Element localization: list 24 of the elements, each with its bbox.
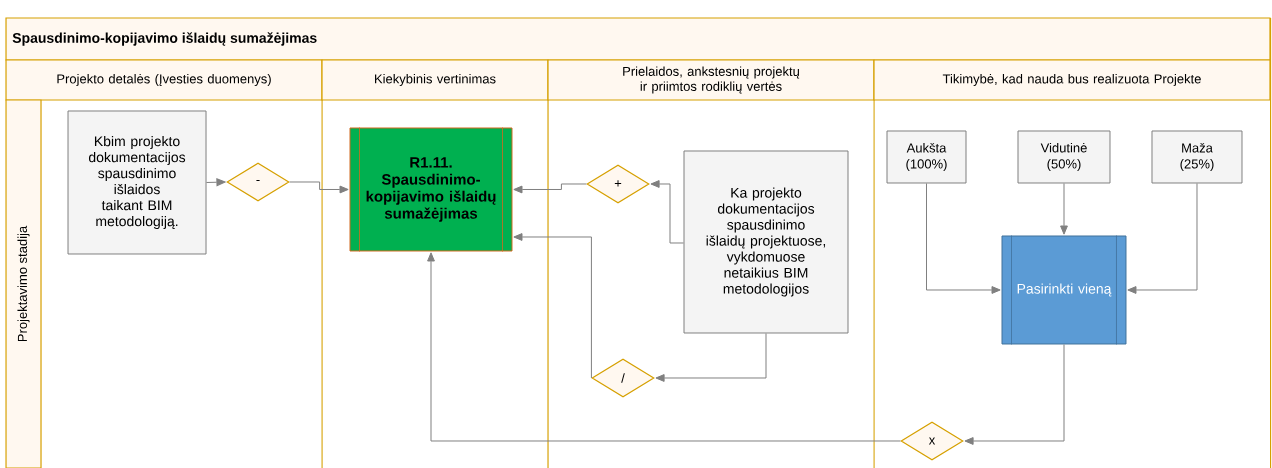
option-box: Vidutinė (50%)	[1017, 130, 1111, 184]
column-header: Projekto detalės (Įvesties duomenys)	[5, 59, 323, 101]
input-box: Kbim projekto dokumentacijos spausdinimo išlaidos taikant BIM metodologiją.	[67, 110, 207, 255]
arrow	[206, 178, 226, 187]
option-box: Maža (25%)	[1151, 130, 1243, 184]
input-box: Ka projekto dokumentacijos spausdinimo išlaidų projektuose, vykdomuose netaikius BIM metodologijos	[683, 150, 849, 334]
column-header: Kiekybinis vertinimas	[321, 59, 549, 101]
arrow	[513, 183, 587, 194]
choice-box: Pasirinkti vieną	[1001, 235, 1127, 345]
result-box: R1.11. Spausdinimo-kopijavimo išlaidų sumažėjimas	[349, 127, 513, 252]
arrow	[427, 252, 901, 442]
arrow	[926, 183, 1001, 294]
lane-label: Projektavimo stadija	[5, 99, 42, 468]
option-box: Aukšta (100%)	[886, 130, 967, 184]
arrow	[650, 180, 684, 244]
pool-title: Spausdinimo-kopijavimo išlaidų sumažėjimas	[12, 32, 317, 46]
column-header: Tikimybė, kad nauda bus realizuota Projekte	[873, 59, 1271, 101]
arrow	[289, 181, 349, 194]
arrow	[1127, 183, 1198, 294]
arrow	[655, 333, 767, 382]
arrow	[964, 344, 1065, 445]
arrow	[513, 233, 592, 379]
column-header: Prielaidos, ankstesnių projektų ir priimtos rodiklių vertės	[547, 59, 875, 101]
arrow	[1060, 183, 1068, 235]
